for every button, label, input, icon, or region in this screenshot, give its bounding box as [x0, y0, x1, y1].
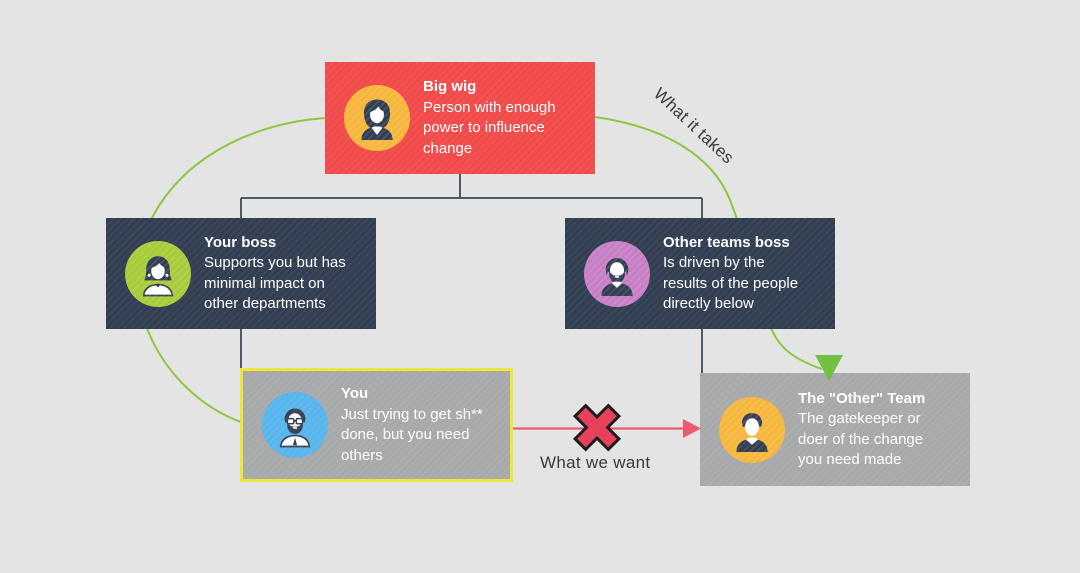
woman-bob-icon [142, 255, 174, 296]
avatar [584, 240, 650, 307]
what-we-want-label: What we want [540, 453, 651, 472]
node-title: Big wig [423, 78, 477, 95]
node-title: You [341, 385, 369, 402]
node-you: You Just trying to get sh** done, but yo… [240, 368, 513, 482]
man-glasses-beard-icon [279, 408, 311, 448]
node-big-wig: Big wig Person with enough power to infl… [325, 62, 595, 174]
org-tree-connector [240, 174, 703, 374]
man-beard-suit-icon [601, 257, 633, 296]
node-title: Your boss [204, 233, 277, 251]
avatar [719, 396, 785, 463]
node-body: Is driven by the results of the people d… [663, 254, 799, 312]
woman-long-hair-icon [361, 99, 393, 140]
node-body: Person with enough power to influence ch… [423, 98, 556, 157]
node-title: The "Other" Team [798, 389, 926, 407]
avatar [125, 240, 191, 307]
node-your-boss: Your boss Supports you but has minimal i… [106, 218, 376, 329]
node-body: The gatekeeper or doer of the change you… [798, 410, 924, 468]
node-title: Other teams boss [663, 233, 790, 251]
man-suit-icon [736, 412, 768, 452]
node-other-teams-boss: Other teams boss Is driven by the result… [565, 218, 835, 329]
avatar [262, 392, 328, 458]
node-body: Just trying to get sh** done, but you ne… [341, 405, 483, 464]
avatar [344, 85, 410, 151]
node-body: Supports you but has minimal impact on o… [204, 254, 346, 312]
node-other-team: The "Other" Team The gatekeeper or doer … [700, 373, 970, 486]
